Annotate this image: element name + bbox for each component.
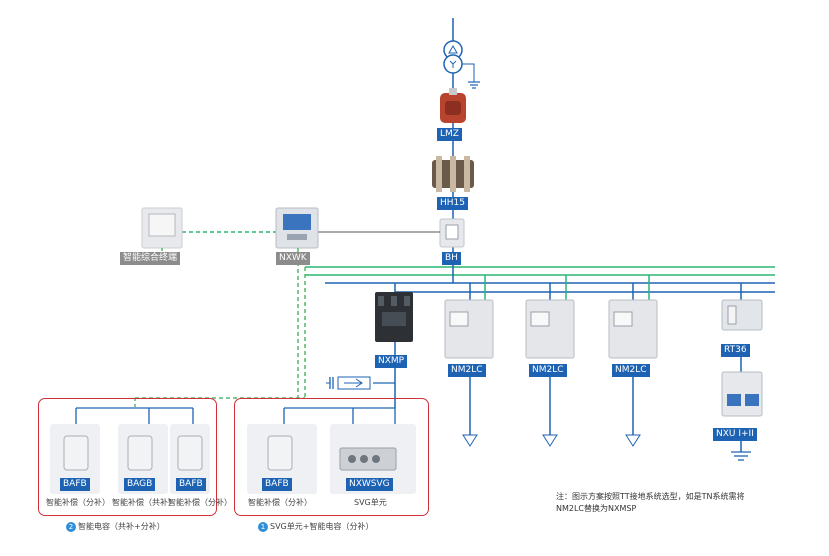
nm2lc-unit-3-image (608, 275, 658, 447)
nxwk-controller-image (275, 207, 319, 249)
nm2lc-unit-2-image (525, 275, 575, 447)
lmz-label: LMZ (437, 128, 462, 141)
bafb-label-c: BAFB (176, 478, 206, 491)
bh-label: BH (442, 252, 461, 265)
capacitor-symbol-icon (326, 376, 371, 390)
hh15-label: HH15 (437, 197, 468, 210)
note-line-1: 注：图示方案按照TT接地系统选型，如是TN系统需将 (556, 492, 745, 501)
nm2lc-label-3: NM2LC (612, 364, 650, 377)
hh15-switch-image (432, 156, 474, 192)
group-2-caption-text: 智能电容（共补+分补） (78, 522, 165, 531)
rt36-fuse-image (721, 283, 763, 331)
cap-b-desc: 智能补偿（共补） (112, 498, 176, 507)
bagb-label: BAGB (124, 478, 156, 491)
cap-c-desc: 智能补偿（分补） (168, 498, 232, 507)
nxmp-breaker-image (375, 292, 413, 342)
group-2-box (38, 398, 217, 516)
cap-g1-desc: 智能补偿（分补） (248, 498, 312, 507)
note-block: 注：图示方案按照TT接地系统选型，如是TN系统需将 NM2LC替换为NXMSP (556, 491, 745, 515)
group-1-caption-text: SVG单元+智能电容（分补） (270, 522, 374, 531)
bafb-label-a: BAFB (60, 478, 90, 491)
integrated-screen-label: 智能综合终端 (120, 252, 181, 265)
nxwk-label: NXWK (276, 252, 310, 265)
lmz-current-transformer-image (440, 88, 466, 123)
nm2lc-label-2: NM2LC (529, 364, 567, 377)
nxu-label: NXU I+II (713, 428, 757, 441)
group-1-box (234, 398, 429, 516)
nxmp-label: NXMP (375, 355, 408, 368)
cap-a-desc: 智能补偿（分补） (46, 498, 110, 507)
transformer-icon (443, 40, 463, 74)
nxwsvg-label: NXWSVG (346, 478, 393, 491)
note-line-2: NM2LC替换为NXMSP (556, 504, 637, 513)
svg-unit-desc: SVG单元 (354, 498, 387, 507)
group-1-number-badge: 1 (258, 521, 268, 532)
ground-icon (462, 63, 480, 89)
nm2lc-label-1: NM2LC (448, 364, 486, 377)
rt36-label: RT36 (721, 344, 750, 357)
nxu-spd-image (721, 357, 763, 461)
group-2-number-badge: 2 (66, 521, 76, 532)
bafb-label-g1: BAFB (262, 478, 292, 491)
integrated-screen-image (141, 207, 183, 249)
nm2lc-unit-1-image (444, 275, 494, 447)
bh-meter-image (439, 218, 465, 248)
